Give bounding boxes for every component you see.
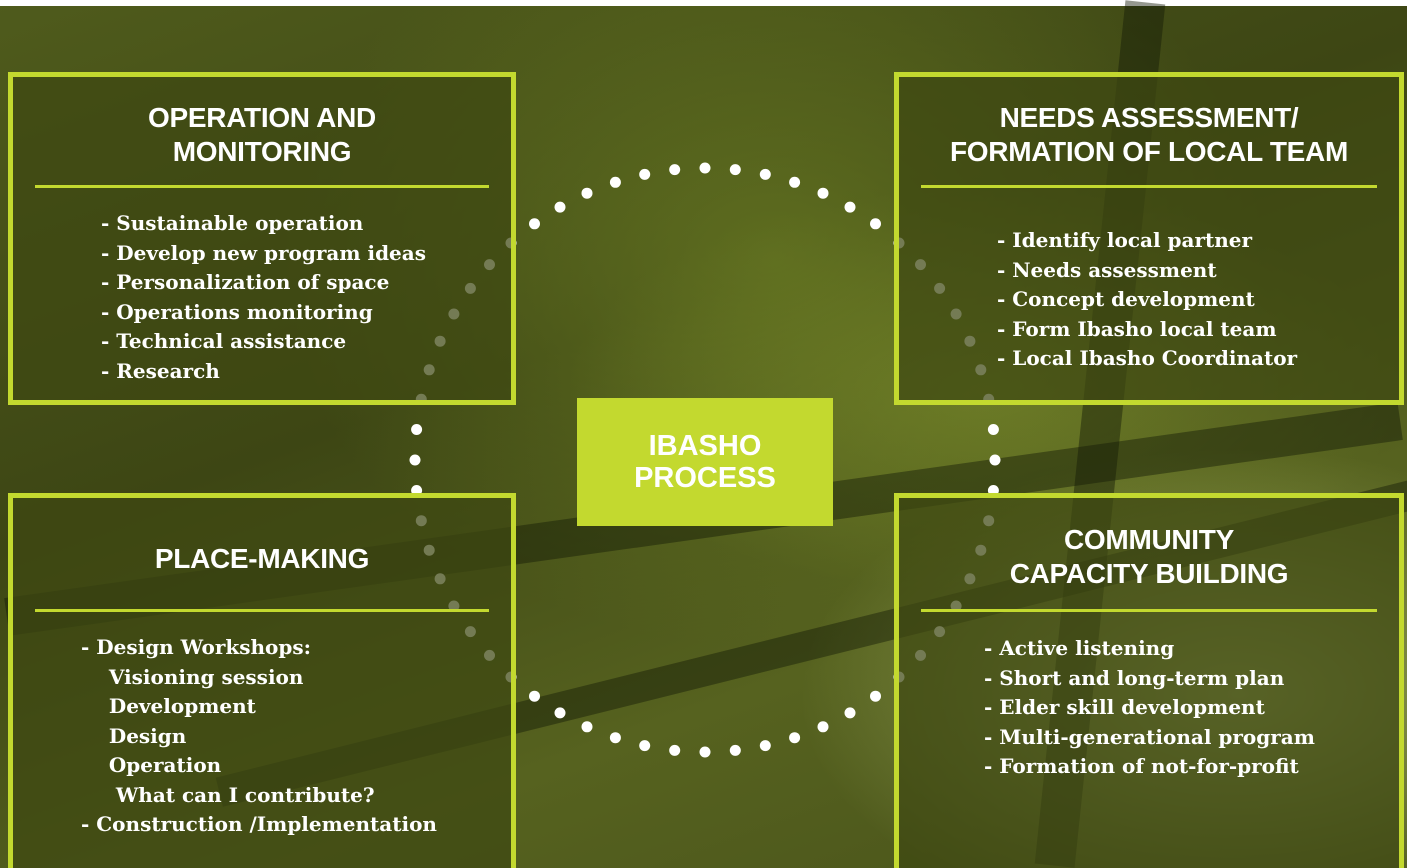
list-item: - Multi-generational program bbox=[984, 724, 1315, 749]
panel-community-capacity: COMMUNITY CAPACITY BUILDING - Active lis… bbox=[894, 493, 1404, 868]
panel-operation-monitoring: OPERATION AND MONITORING - Sustainable o… bbox=[8, 72, 516, 405]
cycle-dot bbox=[870, 218, 881, 230]
cycle-dot bbox=[609, 176, 621, 188]
cycle-dot bbox=[729, 164, 741, 176]
list-item: - Personalization of space bbox=[101, 270, 390, 294]
panel-title: PLACE-MAKING bbox=[154, 543, 370, 574]
top-border bbox=[0, 0, 1407, 6]
panel-list: - Identify local partner - Needs assessm… bbox=[997, 226, 1297, 374]
cycle-dot bbox=[844, 201, 856, 213]
list-item: - Identify local partner bbox=[997, 228, 1253, 252]
cycle-dot bbox=[581, 721, 593, 733]
cycle-dot bbox=[529, 690, 540, 702]
list-item: Visioning session bbox=[81, 664, 304, 689]
cycle-dot bbox=[529, 218, 540, 230]
list-item: - Technical assistance bbox=[101, 329, 347, 353]
center-title-line: IBASHO bbox=[648, 430, 762, 462]
cycle-dot bbox=[639, 740, 651, 752]
list-item: What can I contribute? bbox=[81, 782, 375, 807]
panel-title: OPERATION AND MONITORING bbox=[148, 102, 376, 167]
list-item: Design bbox=[81, 723, 187, 748]
list-item: - Short and long-term plan bbox=[984, 665, 1285, 690]
panel-title: COMMUNITY CAPACITY BUILDING bbox=[1009, 524, 1289, 589]
list-item: Operation bbox=[81, 753, 222, 777]
cycle-dot bbox=[987, 424, 999, 435]
list-item: - Operations monitoring bbox=[101, 299, 373, 324]
cycle-dot bbox=[759, 168, 771, 180]
list-item: - Local Ibasho Coordinator bbox=[997, 346, 1298, 370]
panel-list: - Sustainable operation - Develop new pr… bbox=[101, 209, 426, 386]
cycle-dot bbox=[870, 690, 881, 702]
list-item: - Develop new program ideas bbox=[101, 240, 426, 265]
cycle-dot bbox=[554, 707, 566, 719]
list-item: - Elder skill development bbox=[984, 695, 1265, 719]
panel-divider bbox=[35, 185, 489, 188]
cycle-dot bbox=[669, 744, 681, 756]
cycle-dot bbox=[759, 740, 771, 752]
cycle-dot bbox=[989, 454, 1001, 466]
cycle-dot bbox=[609, 732, 621, 744]
list-item: - Formation of not-for-profit bbox=[984, 754, 1299, 778]
cycle-dot bbox=[844, 707, 856, 719]
cycle-dot bbox=[699, 746, 711, 758]
cycle-dot bbox=[699, 162, 711, 174]
center-process-box: IBASHO PROCESS bbox=[577, 398, 833, 526]
cycle-dot bbox=[554, 201, 566, 213]
panel-title: NEEDS ASSESSMENT/ FORMATION OF LOCAL TEA… bbox=[949, 102, 1349, 167]
list-item: Development bbox=[81, 694, 256, 718]
cycle-dot bbox=[789, 732, 801, 744]
panel-place-making: PLACE-MAKING - Design Workshops: Visioni… bbox=[8, 493, 516, 868]
list-item: - Concept development bbox=[997, 287, 1255, 311]
panel-list: - Active listening - Short and long-term… bbox=[984, 634, 1315, 782]
panel-needs-assessment: NEEDS ASSESSMENT/ FORMATION OF LOCAL TEA… bbox=[894, 72, 1404, 405]
cycle-dot bbox=[669, 164, 681, 176]
list-item: - Sustainable operation bbox=[101, 211, 364, 235]
cycle-dot bbox=[411, 424, 423, 435]
cycle-dot bbox=[817, 721, 829, 733]
list-item: - Research bbox=[101, 358, 220, 383]
cycle-dot bbox=[729, 744, 741, 756]
panel-divider bbox=[921, 185, 1377, 188]
panel-divider bbox=[921, 609, 1377, 612]
list-item: - Construction /Implementation bbox=[81, 812, 437, 836]
panel-list: - Design Workshops: Visioning session De… bbox=[81, 633, 437, 840]
cycle-dot bbox=[639, 168, 651, 180]
list-item: - Needs assessment bbox=[997, 257, 1217, 282]
center-title-line: PROCESS bbox=[634, 462, 776, 494]
cycle-dot bbox=[817, 187, 829, 199]
cycle-dot bbox=[409, 454, 421, 466]
list-item: - Form Ibasho local team bbox=[997, 316, 1277, 341]
list-item: - Active listening bbox=[984, 636, 1175, 660]
list-item: - Design Workshops: bbox=[81, 635, 312, 659]
cycle-dot bbox=[581, 187, 593, 199]
cycle-dot bbox=[789, 176, 801, 188]
panel-divider bbox=[35, 609, 489, 612]
